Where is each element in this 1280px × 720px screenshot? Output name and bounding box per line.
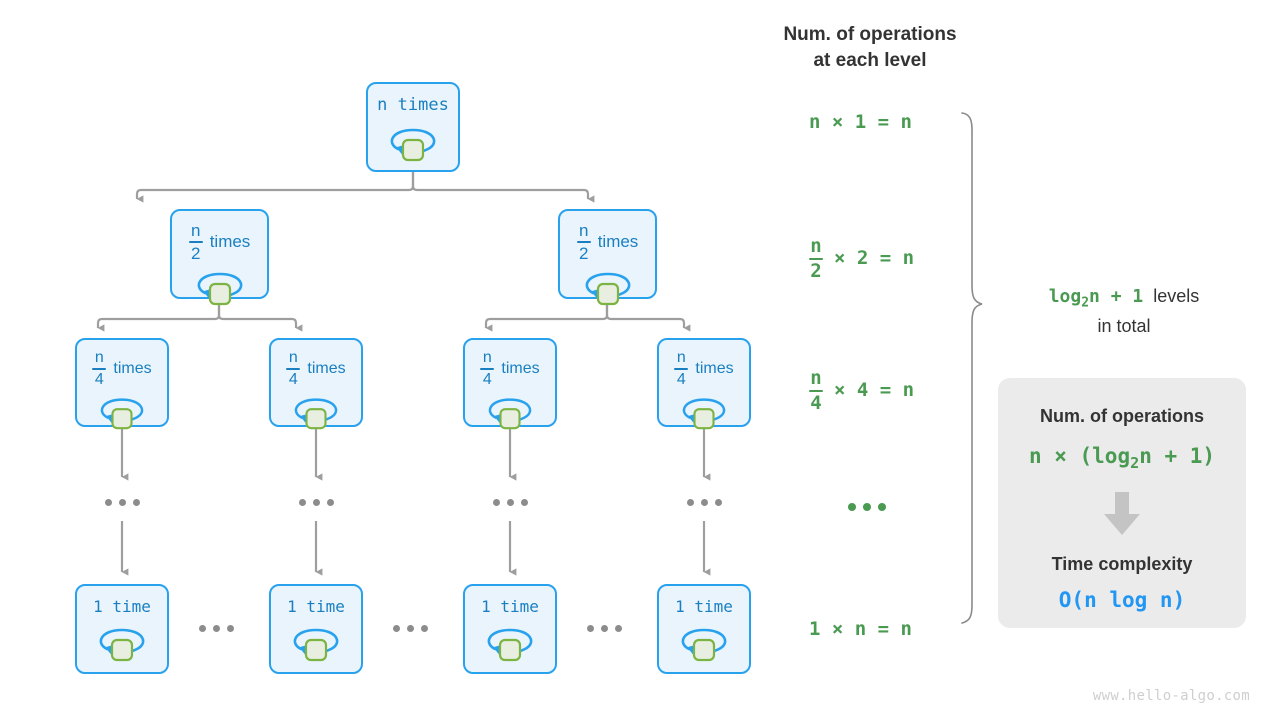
summary-complexity-value: O(n log n) <box>1058 588 1186 613</box>
tree-node-l2-2-label: n 4 times <box>286 350 346 388</box>
horizontal-ellipsis-3 <box>587 625 622 632</box>
levels-suffix-word: levels <box>1153 286 1200 306</box>
horizontal-ellipsis-2 <box>393 625 428 632</box>
loop-arrow-icon <box>91 623 153 663</box>
tree-node-leaf-1-label: 1 time <box>93 597 151 616</box>
tree-node-leaf-4-label: 1 time <box>675 597 733 616</box>
summary-complexity-title: Time complexity <box>1051 554 1193 575</box>
summary-operations-formula: n × (log2n + 1) <box>1028 444 1216 473</box>
equation-row-1: n × 1 = n <box>809 113 912 132</box>
fraction-n-over-4: n 4 <box>809 367 823 414</box>
loop-arrow-icon <box>577 267 639 307</box>
tree-node-root-label: n times <box>377 95 449 115</box>
equation-row-2: n 2 × 2 = n <box>809 237 914 281</box>
tree-node-leaf-2-label: 1 time <box>287 597 345 616</box>
fraction-bar <box>92 367 107 370</box>
equation-row-3: n 4 × 4 = n <box>809 369 914 413</box>
levels-formula: log2n + 1 <box>1048 286 1144 311</box>
fraction-n-over-4: n 4 <box>674 350 689 388</box>
fraction-bar <box>188 240 203 243</box>
equation-row-1-text: n × 1 = n <box>809 111 912 133</box>
loop-arrow-icon <box>674 393 734 431</box>
fraction-bar <box>576 240 591 243</box>
equation-row-4-ellipsis <box>848 503 886 511</box>
tree-node-l2-4-label: n 4 times <box>674 350 734 388</box>
tree-node-root[interactable]: n times <box>366 82 460 172</box>
loop-arrow-icon <box>382 123 444 163</box>
vertical-ellipsis-1 <box>105 499 140 506</box>
fraction-bar <box>286 367 301 370</box>
vertical-ellipsis-3 <box>493 499 528 506</box>
loop-arrow-icon <box>480 393 540 431</box>
loop-arrow-icon <box>92 393 152 431</box>
fraction-bar <box>809 257 823 260</box>
loop-arrow-icon <box>286 393 346 431</box>
fraction-n-over-4: n 4 <box>92 350 107 388</box>
loop-arrow-icon <box>285 623 347 663</box>
summary-box: Num. of operations n × (log2n + 1) Time … <box>998 378 1246 628</box>
equation-row-2-text: × 2 = n <box>834 247 915 270</box>
levels-suffix <box>1143 286 1153 306</box>
horizontal-ellipsis-1 <box>199 625 234 632</box>
vertical-ellipsis-4 <box>687 499 722 506</box>
tree-node-l2-1[interactable]: n 4 times <box>75 338 169 429</box>
fraction-bar <box>809 389 823 392</box>
equation-row-5: 1 × n = n <box>809 620 912 639</box>
tree-node-l1-right-label: n 2 times <box>576 222 638 262</box>
tree-node-l2-4[interactable]: n 4 times <box>657 338 751 429</box>
loop-arrow-icon <box>673 623 735 663</box>
tree-node-leaf-4[interactable]: 1 time <box>657 584 751 674</box>
tree-node-l1-left[interactable]: n 2 times <box>170 209 269 305</box>
loop-arrow-icon <box>479 623 541 663</box>
fraction-n-over-4: n 4 <box>480 350 495 388</box>
fraction-n-over-2: n 2 <box>809 235 823 282</box>
down-arrow-icon <box>1104 492 1140 536</box>
tree-node-leaf-2[interactable]: 1 time <box>269 584 363 674</box>
vertical-ellipsis-2 <box>299 499 334 506</box>
tree-node-l1-left-label: n 2 times <box>188 222 250 262</box>
equation-row-3-text: × 4 = n <box>834 379 915 402</box>
tree-node-l2-1-label: n 4 times <box>92 350 152 388</box>
operations-column-header: Num. of operations at each level <box>783 24 957 71</box>
tree-node-l2-3[interactable]: n 4 times <box>463 338 557 429</box>
tree-node-leaf-3-label: 1 time <box>481 597 539 616</box>
tree-node-l1-right[interactable]: n 2 times <box>558 209 657 305</box>
levels-total-note: log2n + 1 levels in total <box>1008 283 1240 339</box>
fraction-bar <box>480 367 495 370</box>
loop-arrow-icon <box>189 267 251 307</box>
fraction-n-over-4: n 4 <box>286 350 301 388</box>
tree-node-leaf-1[interactable]: 1 time <box>75 584 169 674</box>
tree-node-leaf-3[interactable]: 1 time <box>463 584 557 674</box>
fraction-n-over-2: n 2 <box>576 222 591 262</box>
watermark: www.hello-algo.com <box>1092 688 1250 704</box>
fraction-bar <box>674 367 689 370</box>
tree-node-l2-2[interactable]: n 4 times <box>269 338 363 429</box>
levels-second-line: in total <box>1097 316 1151 337</box>
summary-operations-title: Num. of operations <box>1039 406 1204 426</box>
equation-row-5-text: 1 × n = n <box>809 618 912 640</box>
fraction-n-over-2: n 2 <box>188 222 203 262</box>
tree-node-l2-3-label: n 4 times <box>480 350 540 388</box>
